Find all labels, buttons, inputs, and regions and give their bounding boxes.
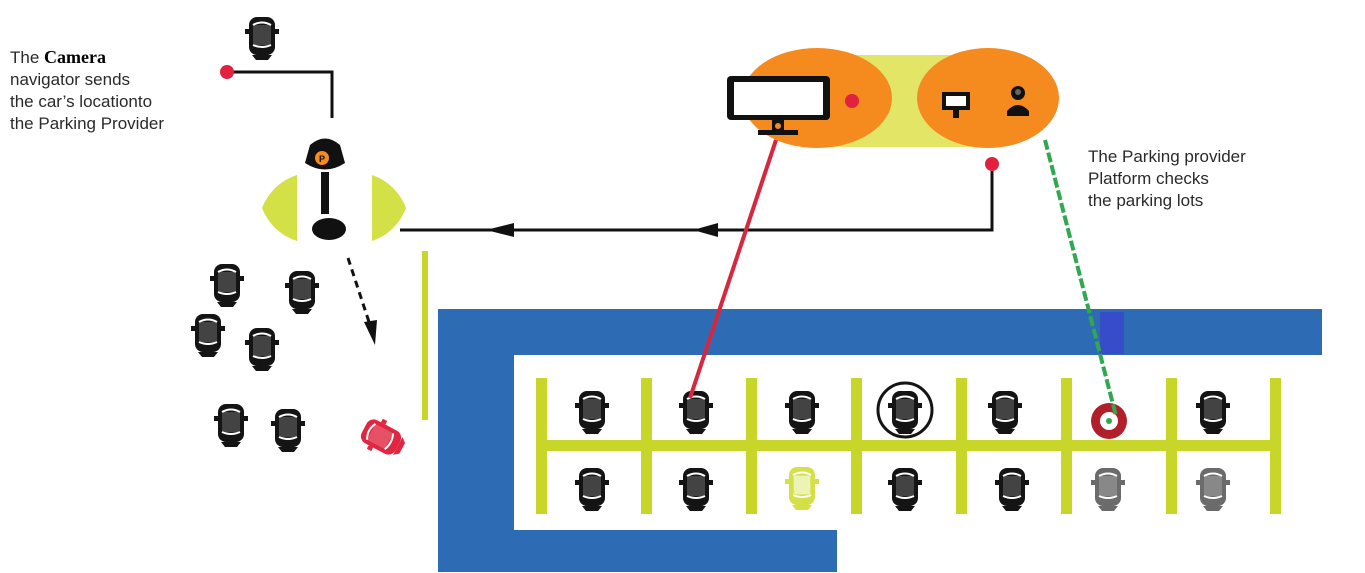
parked-cars	[574, 381, 1231, 512]
svg-text:P: P	[319, 154, 325, 164]
lot-road-patch	[1100, 312, 1124, 354]
car-icon	[994, 467, 1030, 512]
car-icon	[574, 390, 610, 435]
lot-road	[438, 309, 1322, 572]
camera-label-bold: Camera	[44, 47, 107, 67]
location-pin-icon	[220, 65, 234, 79]
location-pin-icon	[985, 157, 999, 171]
car-icon	[244, 16, 280, 61]
platform-label: The Parking provider Platform checks the…	[1088, 147, 1246, 210]
highlight-ring	[876, 381, 934, 439]
camera-label: The Camera navigator sends the car’s loc…	[10, 46, 164, 135]
car-icon	[284, 270, 320, 315]
car-icon	[1195, 390, 1231, 435]
car-icon	[987, 390, 1023, 435]
green-link-line	[1043, 139, 1118, 417]
target-icon	[1091, 403, 1127, 439]
car-icon	[887, 390, 923, 435]
car-icon	[1195, 467, 1231, 512]
monitor-icon	[727, 76, 830, 135]
parking-meter-icon: P	[305, 138, 345, 214]
car-icon	[887, 467, 923, 512]
car-icon	[213, 403, 249, 448]
camera-label-rest: navigator sends the car’s locationto the…	[10, 70, 165, 133]
connectors	[220, 65, 1118, 420]
parking-lot	[438, 309, 1322, 572]
car-icon	[270, 408, 306, 453]
camera-label-prefix: The	[10, 48, 45, 67]
car-icon	[678, 467, 714, 512]
lot-stripes	[536, 378, 1281, 514]
waiting-cars	[190, 16, 412, 465]
vacant-slot-car-icon	[784, 466, 820, 511]
car-icon	[209, 263, 245, 308]
car-icon	[1090, 467, 1126, 512]
user-desk-icon	[942, 86, 1029, 118]
gate-sensor	[312, 218, 346, 240]
red-link-line	[688, 139, 778, 399]
location-pin-icon	[845, 94, 859, 108]
car-icon	[678, 390, 714, 435]
car-icon	[784, 390, 820, 435]
car-icon	[190, 313, 226, 358]
provider-platform	[727, 48, 1059, 171]
car-icon	[244, 327, 280, 372]
camera-gate: P	[262, 138, 406, 241]
car-icon	[574, 467, 610, 512]
arriving-car-icon	[355, 412, 412, 465]
